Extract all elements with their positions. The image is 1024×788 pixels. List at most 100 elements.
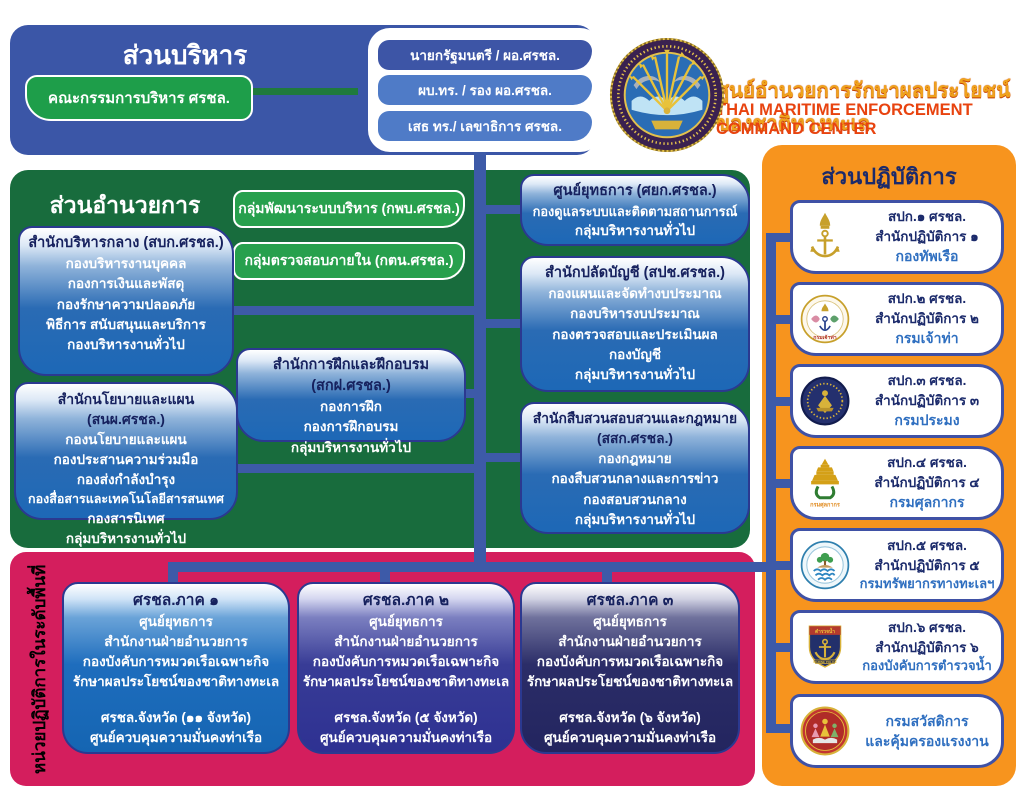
connector-comptroller (482, 319, 520, 328)
policy-plan-line: กองนโยบายและแผน (65, 431, 187, 447)
svg-text:กรมศุลกากร: กรมศุลกากร (810, 501, 840, 508)
area-line: ศูนย์ยุทธการ (369, 614, 443, 630)
legal-line: กองสืบสวนกลางและการข่าว (551, 471, 719, 487)
op-unit-3-fisheries: สปก.๓ ศรชล. สำนักปฏิบัติการ ๓ กรมประมง (790, 364, 1004, 438)
connector-area-1-stub (168, 562, 178, 584)
connector-regional-horizontal (168, 562, 776, 572)
thmecc-emblem-icon (608, 36, 726, 154)
op-unit-agency: และคุ้มครองแรงงาน (865, 733, 989, 749)
op-unit-line: สปก.๔ ศรชล. (887, 455, 967, 471)
training-bureau-box: สำนักการฝึกและฝึกอบรม (สกฝ.ศรชล.) กองการ… (236, 348, 466, 455)
leadership-panel: นายกรัฐมนตรี / ผอ.ศรชล. ผบ.ทร. / รอง ผอ.… (368, 28, 602, 152)
op-unit-agency: กองบังคับการตำรวจน้ำ (862, 658, 992, 674)
area-line: สำนักงานฝ่ายอำนวยการ (334, 634, 478, 650)
connector-op-unit-4 (766, 479, 792, 488)
central-admin-line: กองบริหารงานทั่วไป (67, 337, 185, 353)
connector-op-unit-2 (766, 315, 792, 324)
admin-development-group: กลุ่มพัฒนาระบบบริหาร (กพบ.ศรชล.) (233, 190, 465, 228)
op-unit-line: สปก.๕ ศรชล. (887, 538, 967, 554)
policy-plan-line: กองส่งกำลังบำรุง (76, 472, 176, 488)
committee-box: คณะกรรมการบริหาร ศรชล. (25, 75, 253, 121)
connector-policy-plan (230, 464, 478, 473)
svg-text:ตำรวจน้ำ: ตำรวจน้ำ (815, 627, 835, 635)
training-line: กลุ่มบริหารงานทั่วไป (290, 439, 412, 455)
marine-department-emblem-icon: กรมเจ้าท่า (797, 291, 853, 347)
connector-legal (482, 453, 520, 462)
area-line: รักษาผลประโยชน์ของชาติทางทะเล (302, 674, 510, 690)
area-line: ศูนย์ยุทธการ (593, 614, 667, 630)
op-unit-line: สำนักปฏิบัติการ ๑ (875, 228, 979, 244)
comptroller-bureau-box: สำนักปลัดบัญชี (สปช.ศรชล.) กองแผนและจัดท… (520, 256, 750, 392)
training-bureau-title: สำนักการฝึกและฝึกอบรม (สกฝ.ศรชล.) (272, 357, 430, 395)
area-line: กองบังคับการหมวดเรือเฉพาะกิจ (536, 654, 724, 670)
central-admin-line: กองการเงินและพัสดุ (67, 276, 185, 292)
area-line: ศรชล.จังหวัด (๖ จังหวัด) (559, 710, 701, 726)
central-admin-line: กองรักษาความปลอดภัย (56, 296, 196, 312)
svg-text:กรมเจ้าท่า: กรมเจ้าท่า (813, 333, 836, 341)
policy-plan-line: กองสื่อสารและเทคโนโลยีสารสนเทศ (28, 492, 224, 507)
op-unit-agency: กรมศุลกากร (889, 494, 965, 511)
op-unit-7-labour-protection: กรมสวัสดิการ และคุ้มครองแรงงาน (790, 694, 1004, 768)
internal-audit-group: กลุ่มตรวจสอบภายใน (กตน.ศรชล.) (233, 242, 465, 280)
operations-section: ส่วนปฏิบัติการ สปก.๑ (762, 145, 1016, 786)
comptroller-bureau-title: สำนักปลัดบัญชี (สปช.ศรชล.) (545, 265, 725, 281)
operations-center-line: กองดูแลระบบและติดตามสถานการณ์ (532, 204, 738, 220)
area-line (64, 692, 288, 708)
legal-line: กองกฎหมาย (598, 451, 672, 466)
legal-line: กองสอบสวนกลาง (583, 491, 687, 507)
comptroller-line: กองตรวจสอบและประเมินผล (552, 326, 718, 342)
op-unit-line: สำนักปฏิบัติการ ๓ (874, 392, 980, 408)
op-unit-agency: กรมทรัพยากรทางทะเลฯ (859, 576, 995, 592)
area-command-1-title: ศรชล.ภาค ๑ (133, 592, 219, 609)
policy-plan-line: กลุ่มบริหารงานทั่วไป (65, 531, 187, 547)
training-line: กองการฝึกอบรม (303, 419, 399, 435)
regional-section-side-label: หน่วยปฏิบัติการในระดับพื้นที่ (30, 564, 49, 774)
op-unit-line: สำนักปฏิบัติการ ๒ (875, 310, 979, 326)
org-title-thai: ศูนย์อำนวยการรักษาผลประโยชน์ของชาติทางทะ… (716, 79, 1011, 135)
legal-line: กลุ่มบริหารงานทั่วไป (574, 511, 696, 527)
operations-section-title: ส่วนปฏิบัติการ (821, 164, 957, 189)
comptroller-line: กองแผนและจัดทำงบประมาณ (548, 286, 722, 302)
regional-section: หน่วยปฏิบัติการในระดับพื้นที่ ศรชล.ภาค ๑… (10, 552, 755, 786)
fisheries-department-emblem-icon (797, 373, 853, 429)
marine-coastal-resources-emblem-icon (797, 537, 853, 593)
connector-op-unit-6 (766, 643, 792, 652)
op-unit-1-navy: สปก.๑ ศรชล. สำนักปฏิบัติการ ๑ กองทัพเรือ (790, 200, 1004, 274)
area-line: ศูนย์ควบคุมความมั่นคงท่าเรือ (89, 730, 263, 746)
royal-thai-navy-emblem-icon (797, 209, 853, 265)
op-unit-5-marine-resources: สปก.๕ ศรชล. สำนักปฏิบัติการ ๕ กรมทรัพยาก… (790, 528, 1004, 602)
area-line: ศรชล.จังหวัด (๑๑ จังหวัด) (100, 710, 252, 726)
op-unit-line: สปก.๖ ศรชล. (887, 620, 967, 636)
svg-text:MARINE POLICE: MARINE POLICE (813, 660, 836, 664)
connector-central-admin (228, 306, 480, 315)
op-unit-line: สำนักปฏิบัติการ ๖ (875, 639, 979, 655)
connector-op-unit-1 (766, 233, 792, 242)
area-line: กองบังคับการหมวดเรือเฉพาะกิจ (312, 654, 500, 670)
central-admin-line: พิธีการ สนับสนุนและบริการ (46, 316, 206, 332)
connector-op-unit-7 (766, 724, 792, 733)
area-command-3-box: ศรชล.ภาค ๓ ศูนย์ยุทธการ สำนักงานฝ่ายอำนว… (520, 582, 740, 754)
central-admin-bureau-box: สำนักบริหารกลาง (สบก.ศรชล.) กองบริหารงาน… (18, 226, 234, 376)
op-unit-line: สปก.๒ ศรชล. (887, 291, 967, 307)
central-admin-bureau-title: สำนักบริหารกลาง (สบก.ศรชล.) (28, 235, 224, 251)
op-unit-line: สปก.๑ ศรชล. (887, 209, 967, 225)
directorate-section: ส่วนอำนวยการ กลุ่มพัฒนาระบบบริหาร (กพบ.ศ… (10, 170, 750, 548)
training-line: กองการฝึก (320, 399, 382, 415)
area-line: ศูนย์ควบคุมความมั่นคงท่าเรือ (543, 730, 717, 746)
area-command-2-title: ศรชล.ภาค ๒ (362, 592, 450, 609)
comptroller-line: กลุ่มบริหารงานทั่วไป (574, 367, 696, 383)
op-unit-line: สปก.๓ ศรชล. (887, 373, 967, 389)
area-line: กองบังคับการหมวดเรือเฉพาะกิจ (82, 654, 270, 670)
op-unit-agency: กองทัพเรือ (895, 248, 959, 265)
area-command-1-box: ศรชล.ภาค ๑ ศูนย์ยุทธการ สำนักงานฝ่ายอำนว… (62, 582, 290, 754)
connector-committee (237, 88, 358, 95)
area-line: สำนักงานฝ่ายอำนวยการ (104, 634, 248, 650)
labour-protection-welfare-emblem-icon (797, 703, 853, 759)
central-admin-line: กองบริหารงานบุคคล (65, 256, 187, 272)
directorate-section-title: ส่วนอำนวยการ (49, 192, 201, 218)
policy-plan-line: กองสารนิเทศ (87, 511, 165, 527)
area-line: ศรชล.จังหวัด (๕ จังหวัด) (334, 710, 478, 726)
marine-police-emblem-icon: ตำรวจน้ำ MARINE POLICE (797, 619, 853, 675)
connector-op-unit-3 (766, 397, 792, 406)
